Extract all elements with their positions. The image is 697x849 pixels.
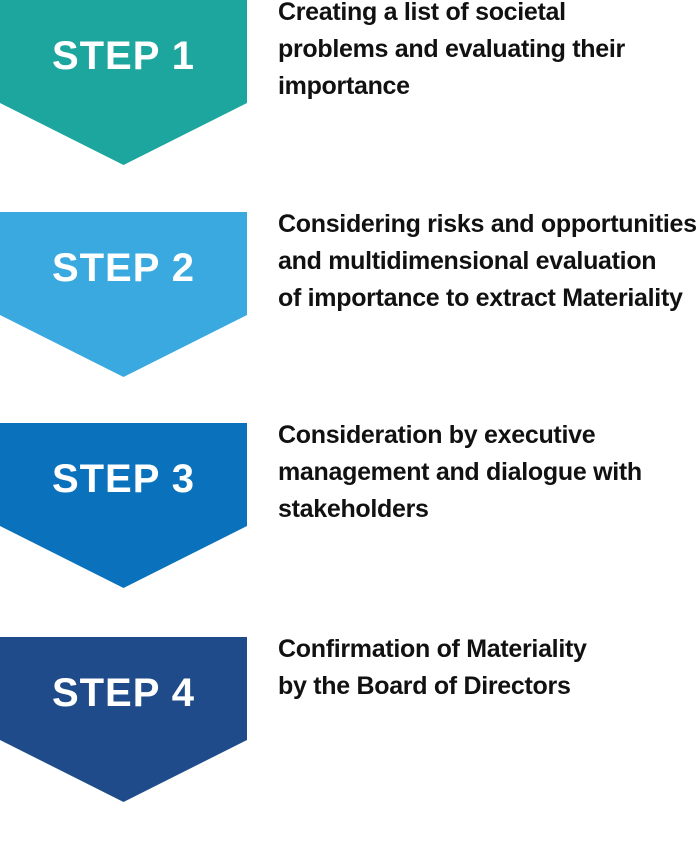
step-3-label: STEP 3 — [51, 456, 196, 501]
step-2-arrow-banner: STEP 2 — [0, 212, 247, 377]
step-4-description: Confirmation of Materiality by the Board… — [278, 635, 587, 700]
step-3-arrow-banner: STEP 3 — [0, 423, 247, 588]
step-1-label: STEP 1 — [51, 33, 196, 78]
process-step-3: STEP 3 Consideration by executive manage… — [0, 421, 697, 635]
step-4-label: STEP 4 — [51, 670, 196, 715]
process-step-4: STEP 4 Confirmation of Materiality by th… — [0, 635, 697, 849]
step-2-description: Considering risks and opportunities and … — [278, 210, 697, 312]
materiality-process-diagram: STEP 1 Creating a list of societal probl… — [0, 0, 697, 802]
step-1-description: Creating a list of societal problems and… — [278, 0, 625, 100]
step-2-label: STEP 2 — [51, 245, 196, 290]
step-4-arrow-banner: STEP 4 — [0, 637, 247, 802]
process-step-2: STEP 2 Considering risks and opportuniti… — [0, 210, 697, 424]
process-step-1: STEP 1 Creating a list of societal probl… — [0, 0, 697, 212]
step-1-arrow-banner: STEP 1 — [0, 0, 247, 165]
step-3-description: Consideration by executive management an… — [278, 421, 642, 523]
